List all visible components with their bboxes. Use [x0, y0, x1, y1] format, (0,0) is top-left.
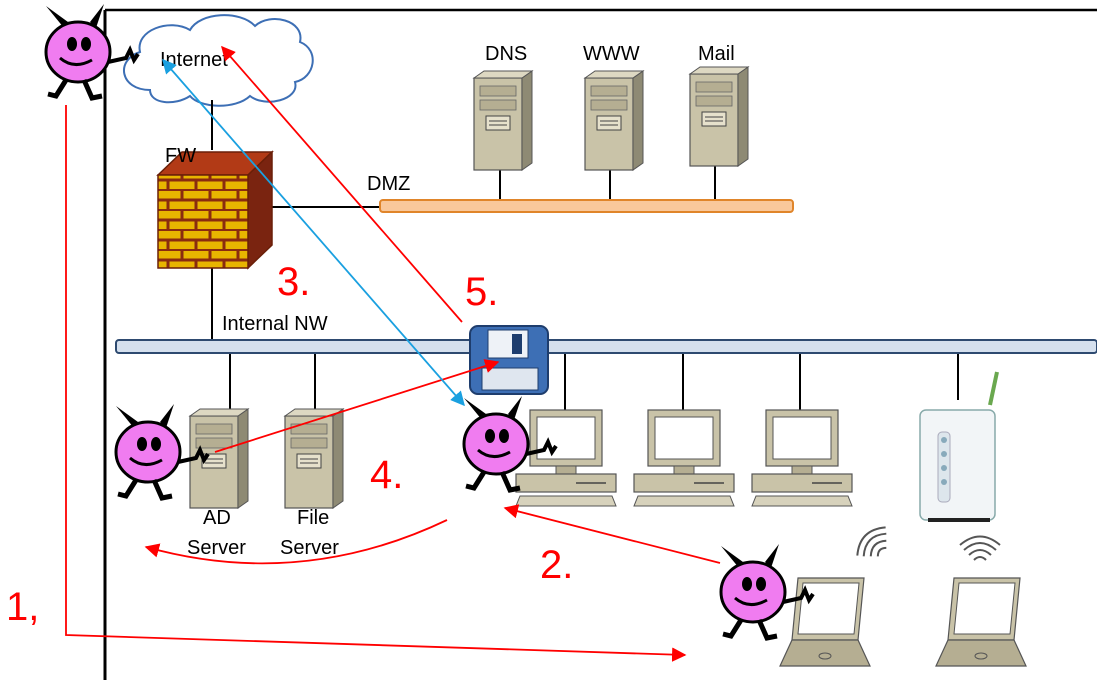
step2-arrow — [503, 504, 721, 564]
mail-server-icon — [689, 66, 749, 167]
ad-to-disk-arrow — [214, 359, 500, 453]
step4-arrow — [144, 519, 448, 565]
internal-nw-label: Internal NW — [222, 313, 328, 335]
step-4-label: 4. — [370, 453, 403, 497]
step-5-label: 5. — [465, 270, 498, 314]
laptop-icon — [779, 577, 871, 667]
wireless-router-icon — [919, 371, 999, 522]
firewall-icon — [156, 150, 274, 270]
floppy-disk-icon — [469, 325, 549, 395]
step3-c2-arrow — [162, 58, 465, 407]
internal-network-bus — [115, 339, 1097, 354]
ad-server-label-line1: AD — [203, 507, 231, 529]
fw-label: FW — [165, 145, 196, 167]
step1-arrow — [65, 105, 687, 662]
dns-server-icon — [473, 70, 533, 171]
step-1-label: 1, — [6, 585, 39, 629]
dmz-label: DMZ — [367, 173, 410, 195]
wifi-signal-icon — [959, 535, 1001, 561]
step-3-label: 3. — [277, 260, 310, 304]
ad-server-icon — [189, 408, 249, 509]
www-label: WWW — [583, 43, 640, 65]
file-server-icon — [284, 408, 344, 509]
dmz-network-bus — [379, 199, 794, 213]
wifi-signal-icon — [850, 520, 898, 568]
dns-label: DNS — [485, 43, 527, 65]
laptop-icon — [935, 577, 1027, 667]
www-server-icon — [584, 70, 644, 171]
desktop-pc-icon — [515, 409, 617, 507]
file-server-label-line2: Server — [280, 537, 339, 559]
step-2-label: 2. — [540, 543, 573, 587]
file-server-label-line1: File — [297, 507, 329, 529]
desktop-pc-icon — [633, 409, 735, 507]
desktop-pc-icon — [751, 409, 853, 507]
mail-label: Mail — [698, 43, 735, 65]
ad-server-label-line2: Server — [187, 537, 246, 559]
attacker-devil-icon — [46, 4, 138, 98]
